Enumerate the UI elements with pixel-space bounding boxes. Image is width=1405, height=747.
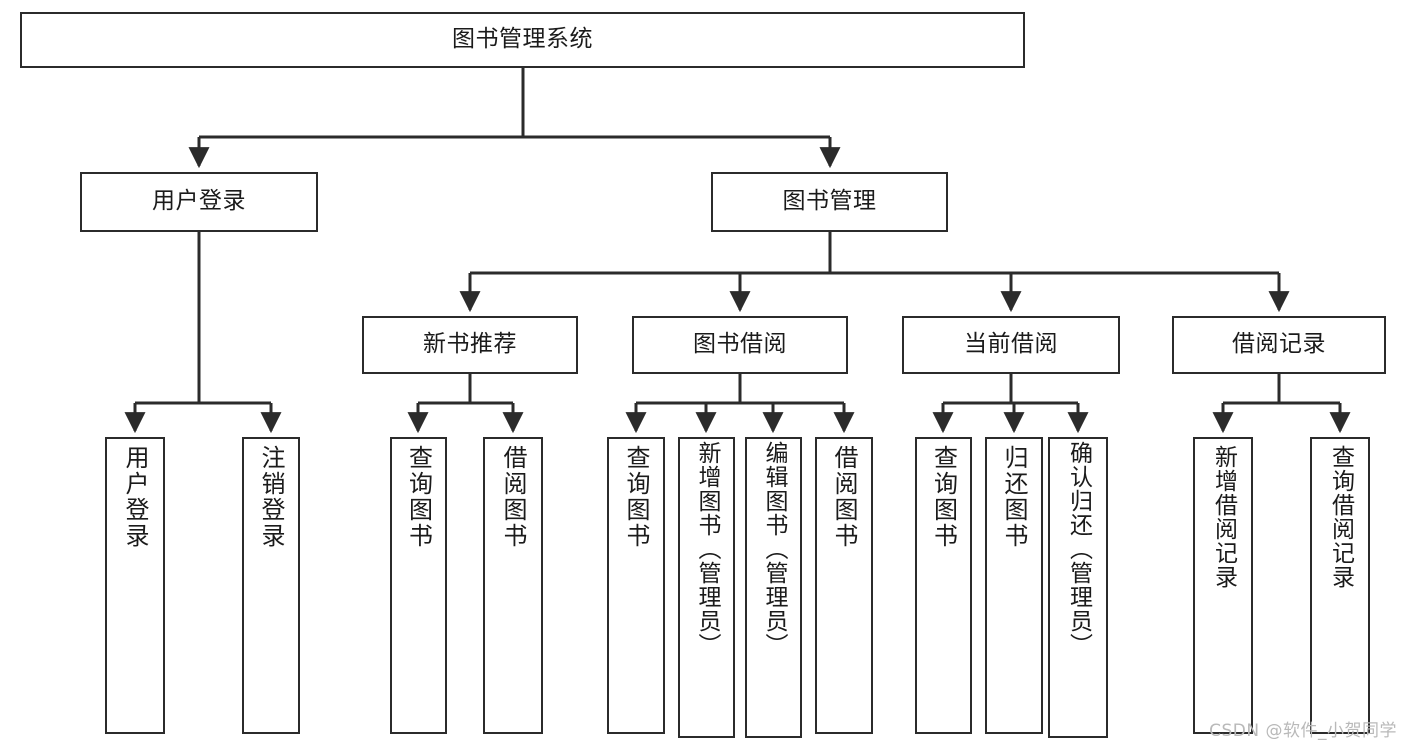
node-leaf-borrow-book-1-label: 借阅图书 [499,445,527,549]
node-root[interactable]: 图书管理系统 [20,12,1025,68]
node-leaf-query-record[interactable]: 查询借阅记录 [1310,437,1370,734]
node-current-borrow-label: 当前借阅 [964,331,1058,358]
node-leaf-edit-book[interactable]: 编辑图书（管理员） [745,437,802,738]
node-borrow-records[interactable]: 借阅记录 [1172,316,1386,374]
node-leaf-add-book[interactable]: 新增图书（管理员） [678,437,735,738]
node-leaf-return-book[interactable]: 归还图书 [985,437,1043,734]
node-book-borrow[interactable]: 图书借阅 [632,316,848,374]
node-root-label: 图书管理系统 [452,26,593,53]
node-leaf-user-login-label: 用户登录 [121,445,149,549]
node-leaf-user-login[interactable]: 用户登录 [105,437,165,734]
node-leaf-add-book-label: 新增图书（管理员） [694,441,720,657]
node-leaf-query-book-2-label: 查询图书 [622,445,650,549]
node-leaf-query-book-3[interactable]: 查询图书 [915,437,972,734]
node-leaf-add-record[interactable]: 新增借阅记录 [1193,437,1253,734]
node-leaf-borrow-book-2[interactable]: 借阅图书 [815,437,873,734]
node-leaf-logout-label: 注销登录 [257,445,285,549]
node-user-login[interactable]: 用户登录 [80,172,318,232]
node-leaf-query-record-label: 查询借阅记录 [1327,445,1354,589]
node-current-borrow[interactable]: 当前借阅 [902,316,1120,374]
node-leaf-borrow-book-2-label: 借阅图书 [830,445,858,549]
node-leaf-add-record-label: 新增借阅记录 [1210,445,1237,589]
node-leaf-query-book-1[interactable]: 查询图书 [390,437,447,734]
node-borrow-records-label: 借阅记录 [1232,331,1326,358]
node-leaf-query-book-2[interactable]: 查询图书 [607,437,665,734]
node-book-management[interactable]: 图书管理 [711,172,948,232]
node-leaf-edit-book-label: 编辑图书（管理员） [761,441,787,657]
node-leaf-confirm-return[interactable]: 确认归还（管理员） [1048,437,1108,738]
node-leaf-logout[interactable]: 注销登录 [242,437,300,734]
node-leaf-query-book-1-label: 查询图书 [404,445,433,549]
node-leaf-borrow-book-1[interactable]: 借阅图书 [483,437,543,734]
node-leaf-confirm-return-label: 确认归还（管理员） [1065,441,1092,657]
node-new-book-recommend-label: 新书推荐 [423,331,517,358]
node-leaf-query-book-3-label: 查询图书 [929,445,958,549]
node-new-book-recommend[interactable]: 新书推荐 [362,316,578,374]
node-user-login-label: 用户登录 [152,188,246,215]
node-book-borrow-label: 图书借阅 [693,331,787,358]
node-book-management-label: 图书管理 [782,188,877,215]
csdn-watermark: CSDN @软件_小贺同学 [1209,721,1397,741]
node-leaf-return-book-label: 归还图书 [1000,445,1028,549]
